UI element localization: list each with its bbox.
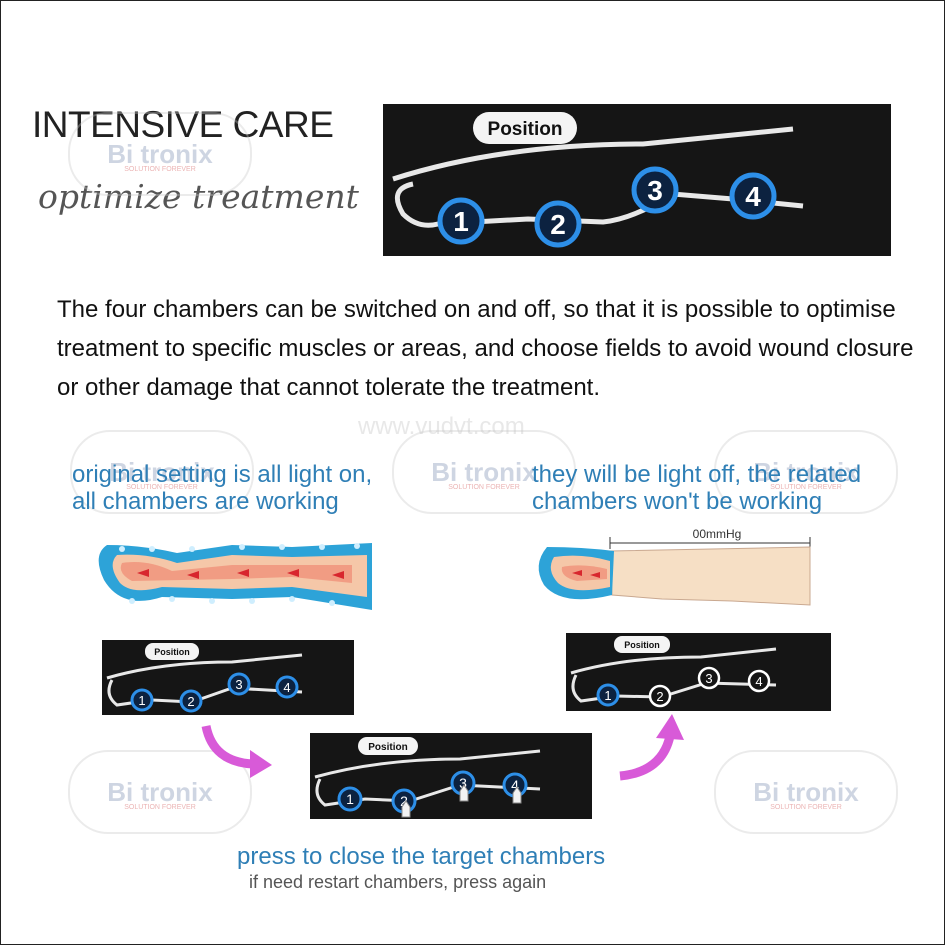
svg-text:3: 3: [459, 775, 467, 791]
watermark-site-text: www.vudvt.com: [358, 413, 525, 440]
chamber-3[interactable]: 3: [227, 672, 251, 696]
chamber-2-off[interactable]: 2: [648, 684, 672, 708]
svg-text:1: 1: [346, 791, 354, 807]
svg-text:4: 4: [511, 777, 519, 793]
description-text: The four chambers can be switched on and…: [57, 296, 914, 401]
caption-all-on: original setting is all light on, all ch…: [72, 461, 373, 515]
position-panel-main: Position 1 2 3 4: [383, 104, 891, 256]
svg-text:Position: Position: [368, 742, 407, 753]
caption-light-off: they will be light off, the related cham…: [532, 461, 862, 515]
position-panel-all-on: Position 1 2 3 4: [102, 640, 354, 715]
position-panel-press: Position 1 2 3 4: [310, 733, 592, 819]
chamber-2[interactable]: 2: [179, 689, 203, 713]
curved-arrow-right-icon: [612, 712, 692, 787]
chamber-3[interactable]: 3: [631, 166, 679, 214]
svg-text:3: 3: [235, 677, 242, 692]
chamber-1[interactable]: 1: [596, 683, 620, 707]
svg-text:1: 1: [453, 206, 469, 237]
chamber-4[interactable]: 4: [729, 172, 777, 220]
curved-arrow-left-icon: [198, 722, 278, 782]
svg-text:2: 2: [400, 793, 408, 809]
svg-text:1: 1: [604, 688, 611, 703]
svg-text:1: 1: [138, 693, 145, 708]
svg-text:3: 3: [705, 671, 712, 686]
pressure-label: 00mmHg: [693, 527, 742, 541]
chamber-2[interactable]: 2: [534, 200, 582, 248]
chamber-4[interactable]: 4: [275, 675, 299, 699]
svg-text:Position: Position: [624, 640, 660, 650]
tube-diagram-main: Position 1 2 3 4: [392, 112, 804, 248]
hand-pointer-icon: [401, 784, 522, 818]
svg-text:4: 4: [755, 674, 762, 689]
chamber-3-off[interactable]: 3: [697, 666, 721, 690]
svg-text:Position: Position: [154, 647, 190, 657]
chamber-1[interactable]: 1: [337, 786, 363, 812]
position-panel-partial: Position 1 2 3 4: [566, 633, 831, 711]
chamber-4-off[interactable]: 4: [747, 669, 771, 693]
svg-text:4: 4: [283, 680, 290, 695]
position-label: Position: [488, 119, 563, 140]
chamber-4[interactable]: 4: [502, 772, 528, 798]
chamber-1[interactable]: 1: [437, 197, 485, 245]
svg-text:4: 4: [745, 181, 761, 212]
caption-press: press to close the target chambers: [237, 843, 606, 870]
chamber-1[interactable]: 1: [130, 688, 154, 712]
leg-illustration-all-on: [92, 535, 374, 617]
caption-restart: if need restart chambers, press again: [249, 872, 547, 892]
svg-text:3: 3: [647, 175, 663, 206]
leg-illustration-partial: 00mmHg: [532, 525, 832, 615]
svg-text:2: 2: [187, 694, 194, 709]
svg-text:2: 2: [656, 689, 663, 704]
svg-text:2: 2: [550, 209, 566, 240]
